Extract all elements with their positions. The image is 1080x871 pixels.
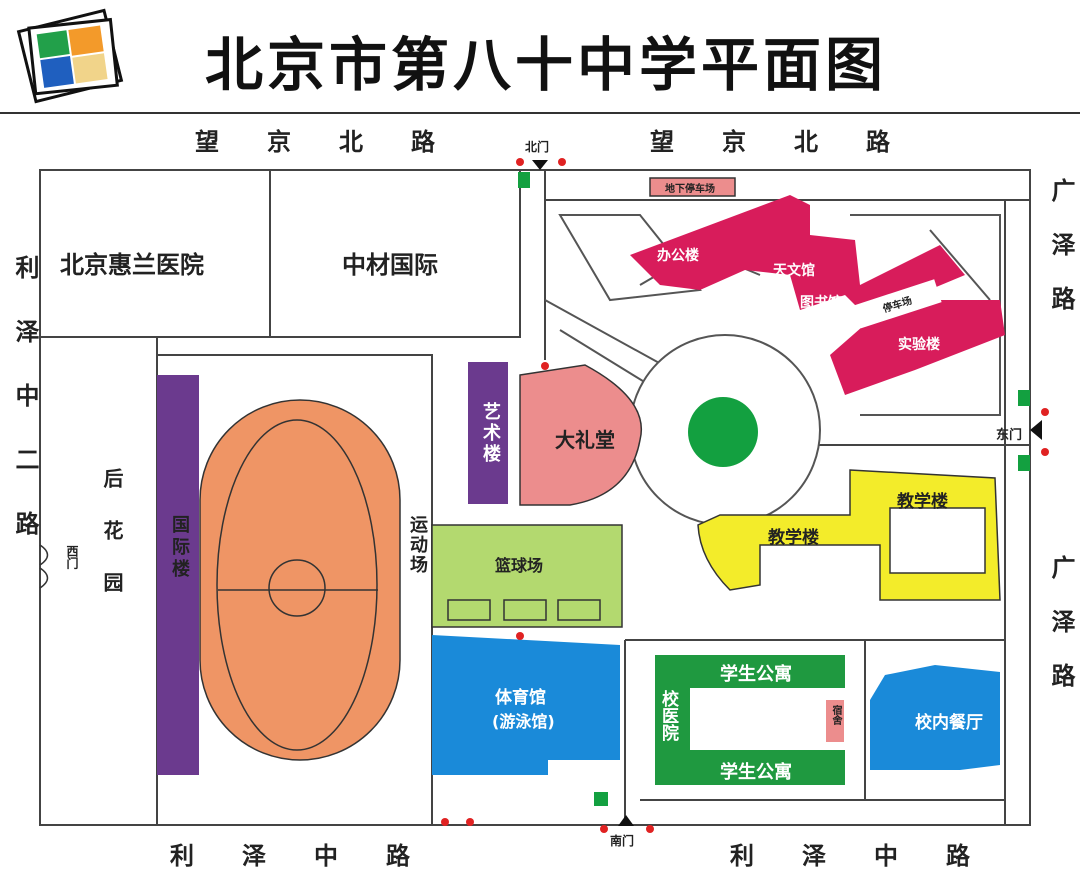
dorm-top-label: 学生公寓 [720, 664, 792, 685]
auditorium-shape [519, 364, 642, 506]
auditorium-label: 大礼堂 [555, 428, 615, 452]
admin-complex-shape [630, 195, 1005, 395]
west-gate-icon [39, 544, 49, 589]
south-gate-icon [618, 815, 634, 826]
hospital-label: 北京惠兰医院 [60, 251, 204, 279]
teaching-b-label: 教学楼 [768, 528, 819, 548]
header: 北京市第八十中学平面图 [0, 0, 1080, 114]
road-south-right: 利泽中路 [730, 842, 1018, 870]
road-east-lower: 广泽路 [1047, 555, 1075, 717]
library-label: 图书馆 [800, 295, 842, 311]
dorm-bottom-label: 学生公寓 [720, 762, 792, 783]
central-green-circle [688, 397, 758, 467]
canteen-label: 校内餐厅 [915, 713, 983, 733]
gate-north-label: 北门 [525, 140, 550, 154]
art-building-shape [468, 362, 508, 504]
east-gate-icon [1030, 420, 1042, 440]
gate-west-label: 西门 [65, 545, 79, 569]
gym-label-line2: (游泳馆) [492, 712, 555, 731]
observatory-label: 天文馆 [773, 263, 815, 279]
road-west: 利泽中二路 [11, 255, 39, 575]
clinic-label: 校医院 [658, 690, 678, 741]
back-garden-block [39, 336, 158, 826]
small-dorm-label: 宿舍 [830, 705, 841, 725]
intl-building-shape [157, 375, 199, 775]
zhongcai-label: 中材国际 [342, 251, 438, 279]
road-east-upper: 广泽路 [1047, 178, 1075, 340]
intl-building-label: 国际楼 [169, 515, 190, 581]
road-south-left: 利泽中路 [170, 842, 458, 870]
gate-south-label: 南门 [610, 834, 635, 848]
gym-label-line1: 体育馆 [495, 688, 546, 708]
teaching-a-label: 教学楼 [897, 492, 948, 512]
back-garden-label: 后花园 [100, 468, 124, 624]
underground-parking-shape [649, 177, 736, 197]
lab-label: 实验楼 [898, 337, 940, 353]
map-title: 北京市第八十中学平面图 [205, 31, 888, 99]
art-building-label: 艺术楼 [480, 402, 501, 465]
road-north-left: 望京北路 [195, 128, 483, 156]
road-north-right: 望京北路 [650, 128, 938, 156]
small-dorm-shape [826, 700, 844, 742]
underground-parking-label: 地下停车场 [665, 184, 715, 195]
gym-shape [432, 635, 620, 775]
zhongcai-block [269, 169, 521, 338]
sports-field-label: 运动场 [407, 515, 428, 575]
dorm-shape [655, 655, 845, 785]
canteen-shape [870, 665, 1000, 770]
school-logo-icon [16, 8, 124, 104]
track-outer [199, 399, 401, 761]
gate-east-label: 东门 [996, 428, 1023, 443]
basketball-label: 篮球场 [495, 556, 544, 575]
north-gate-icon [532, 160, 548, 170]
office-label: 办公楼 [657, 248, 699, 264]
